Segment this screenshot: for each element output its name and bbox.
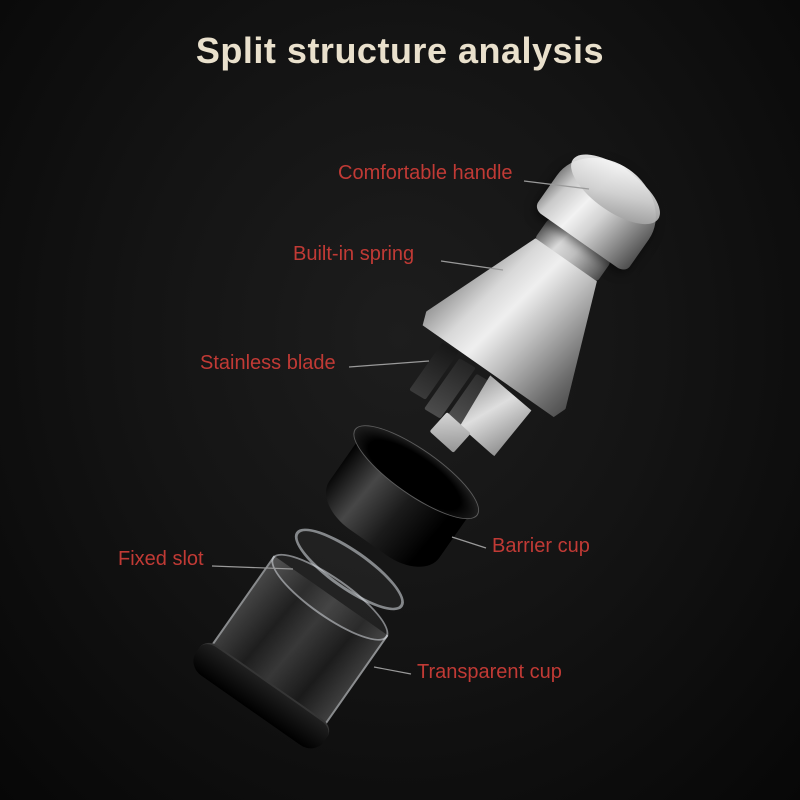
label-barrier-cup: Barrier cup [492, 535, 590, 557]
label-built-in-spring: Built-in spring [293, 243, 415, 265]
label-stainless-blade: Stainless blade [200, 352, 336, 374]
label-comfortable-handle: Comfortable handle [338, 162, 513, 184]
label-transparent-cup: Transparent cup [417, 661, 562, 683]
page-title: Split structure analysis [195, 30, 605, 71]
label-fixed-slot: Fixed slot [118, 548, 204, 570]
